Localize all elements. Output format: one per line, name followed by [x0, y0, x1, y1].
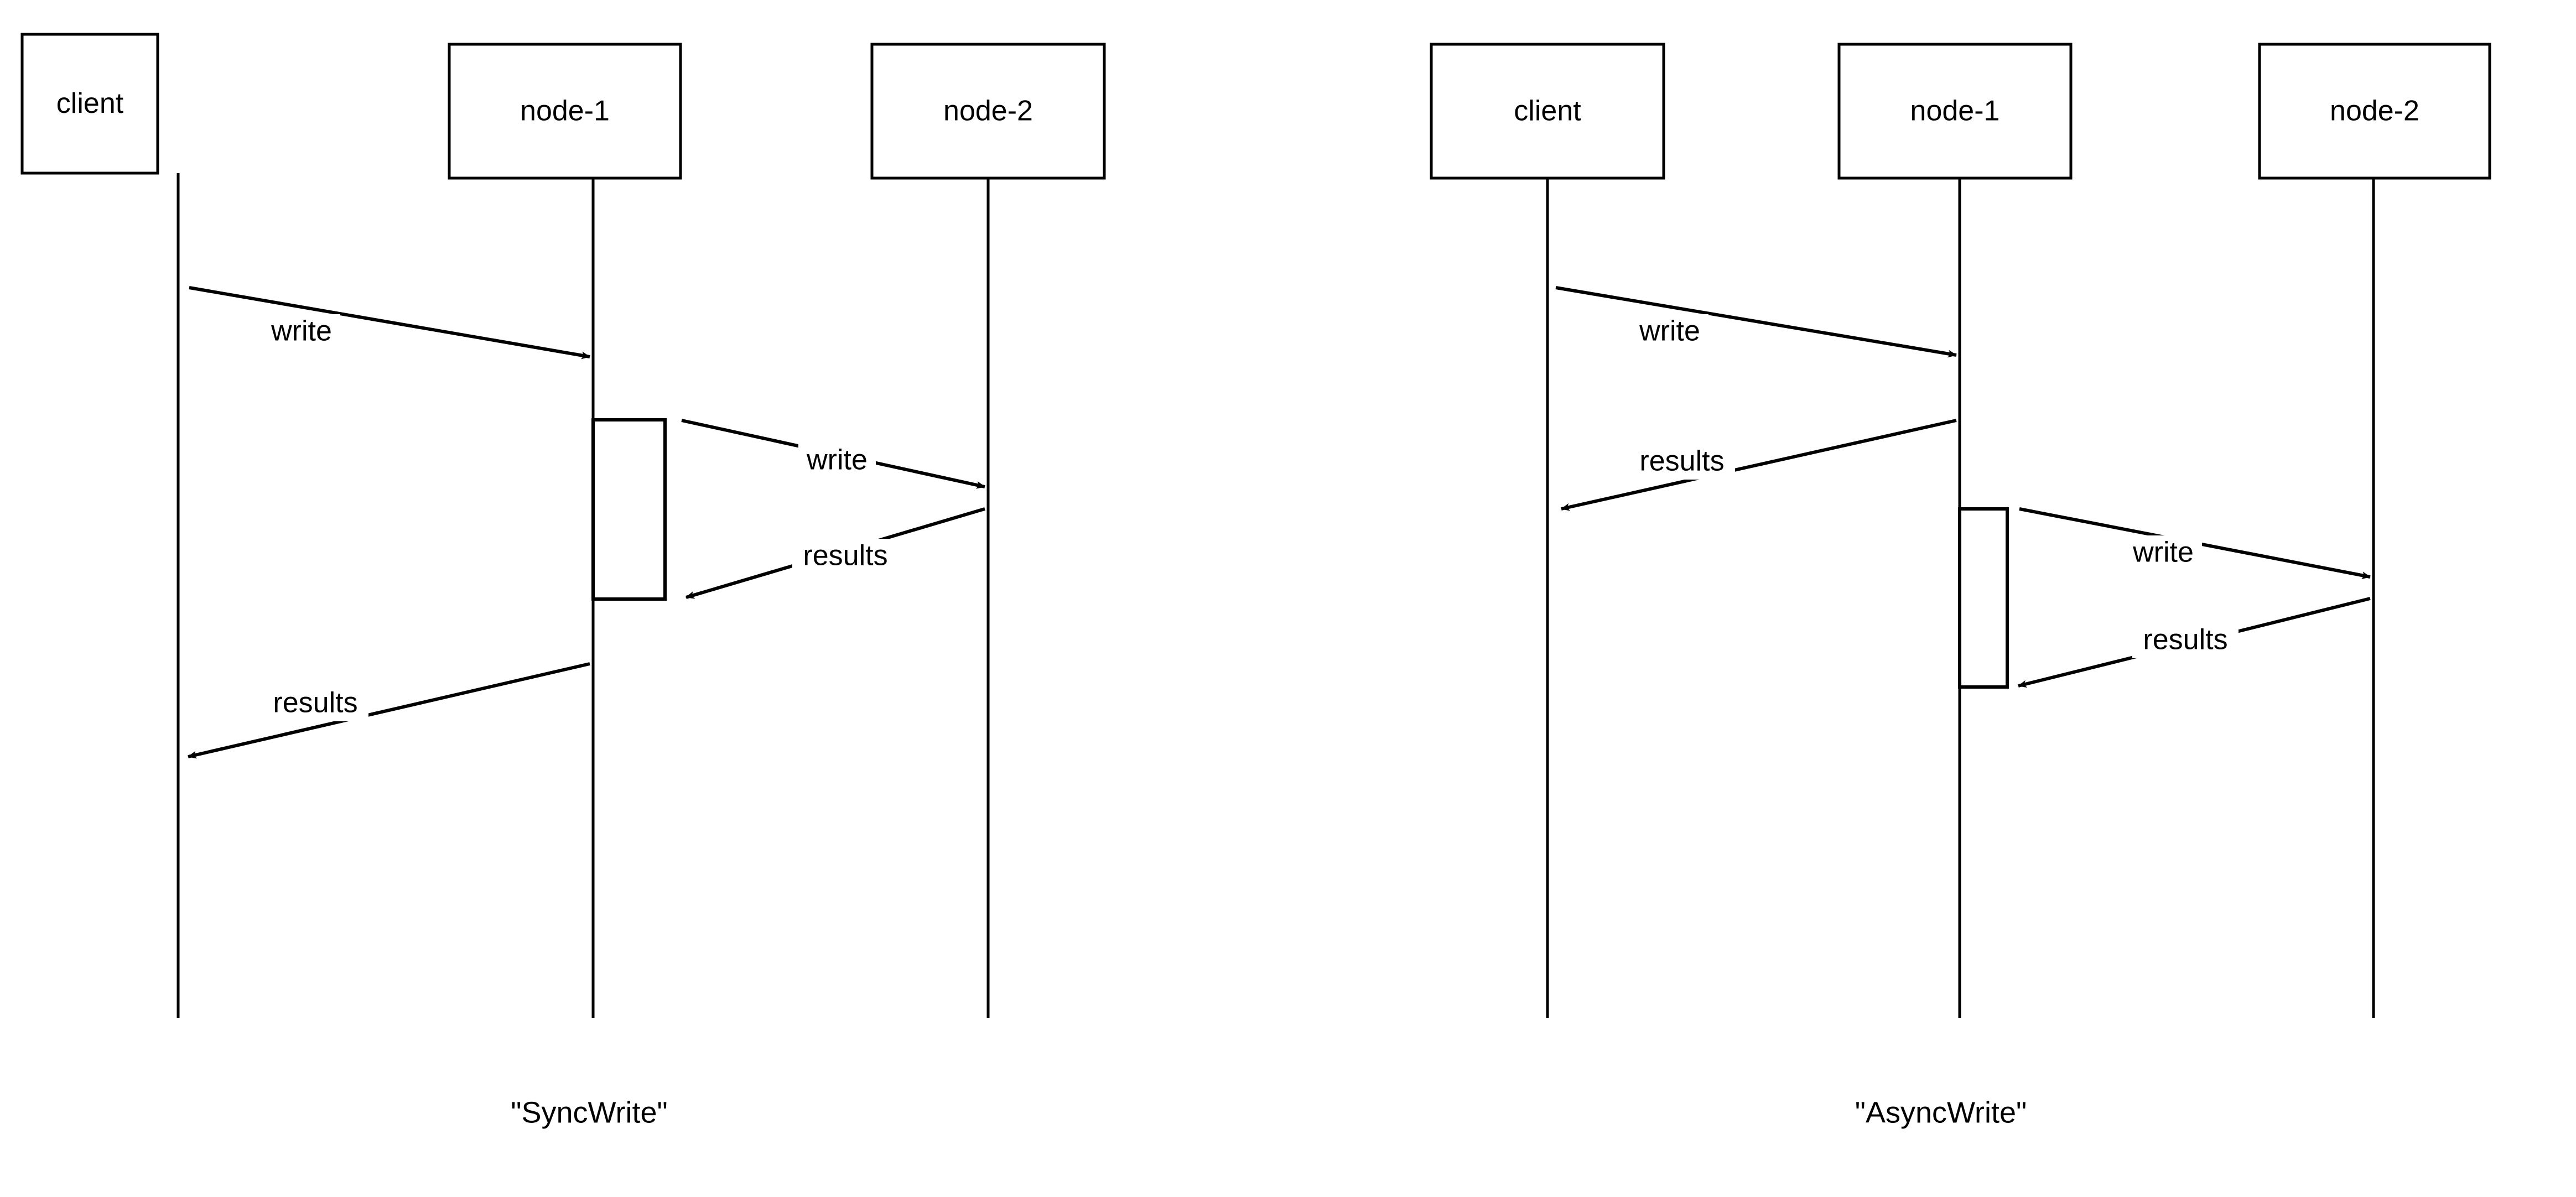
message-label-results: results	[2143, 624, 2227, 656]
participant-box-node-1[interactable]	[1837, 43, 2073, 180]
participant-box-client[interactable]	[20, 33, 159, 175]
message-label-write: write	[2132, 537, 2194, 569]
sequence-diagram-sync-write: client node-1 node-2 write write results resul…	[20, 33, 1106, 1129]
message-arrow-results-node-1-to-client[interactable]	[188, 662, 590, 759]
message-label-backdrop	[2132, 623, 2239, 658]
activation-bar-node-1[interactable]	[591, 418, 667, 601]
message-label-write: write	[1639, 315, 1700, 347]
participant-label-client: client	[1514, 95, 1581, 127]
message-arrow-write-client-to-node-1[interactable]	[1555, 286, 1957, 358]
message-arrow-results-node-1-to-client[interactable]	[1561, 419, 1957, 511]
message-label-backdrop	[792, 539, 899, 574]
diagram-caption-async-write: "AsyncWrite"	[1855, 1096, 2027, 1129]
participant-box-node-2[interactable]	[2258, 43, 2491, 180]
participant-label-node-1: node-1	[1910, 95, 2000, 127]
message-label-write: write	[806, 444, 868, 476]
message-label-results: results	[273, 687, 357, 719]
message-arrow-write-client-to-node-1[interactable]	[189, 286, 590, 360]
activation-bar-node-1[interactable]	[1958, 507, 2009, 689]
participant-box-node-1[interactable]	[448, 43, 682, 180]
message-label-backdrop	[1631, 314, 1708, 350]
diagram-caption-sync-write: "SyncWrite"	[511, 1096, 667, 1129]
message-label-backdrop	[262, 686, 368, 721]
participant-box-client[interactable]	[1430, 43, 1665, 180]
message-label-results: results	[803, 540, 887, 572]
message-label-backdrop	[2125, 535, 2202, 571]
message-label-backdrop	[1629, 444, 1735, 480]
participant-label-node-2: node-2	[943, 95, 1033, 127]
participant-label-node-1: node-1	[520, 95, 610, 127]
participant-box-node-2[interactable]	[870, 43, 1106, 180]
message-label-backdrop	[263, 314, 340, 350]
sequence-diagram-async-write: client node-1 node-2 write results write resul…	[1430, 43, 2491, 1129]
participant-label-node-2: node-2	[2330, 95, 2419, 127]
participant-label-client: client	[56, 87, 124, 119]
message-label-write: write	[271, 315, 332, 347]
message-label-backdrop	[798, 443, 876, 478]
message-label-results: results	[1639, 445, 1724, 477]
